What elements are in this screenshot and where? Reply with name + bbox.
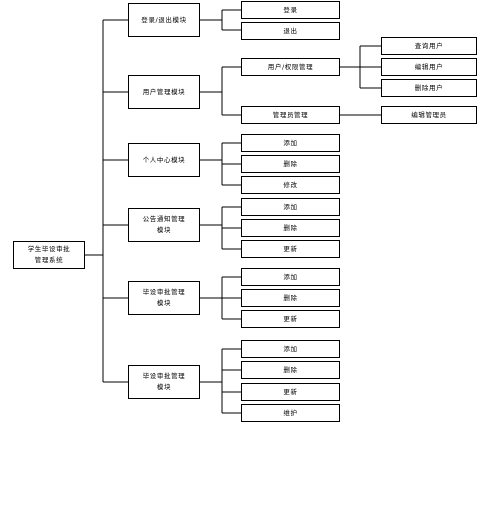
user-module-label: 用户管理模块 [142,87,186,96]
notice-update-label: 更新 [283,244,298,253]
edit-admin-node: 编辑管理员 [381,106,477,124]
review-module-node: 毕设审批管理模块 [128,365,200,399]
delete-user-label: 删除用户 [414,83,444,92]
review-delete-node: 删除 [241,361,340,379]
query-user-node: 查询用户 [381,37,477,55]
personal-module-node: 个人中心模块 [128,143,200,177]
root-label-line2: 管理系统 [34,256,64,264]
review-add-node: 添加 [241,340,340,358]
pre-review-update-node: 更新 [241,310,340,328]
root-label-line1: 学生毕设审批 [27,245,71,253]
review-update-label: 更新 [283,387,298,396]
pre-review-module-node: 毕设审批管理模块 [128,281,200,315]
review-delete-label: 删除 [283,365,298,374]
notice-add-node: 添加 [241,198,340,216]
user-module-node: 用户管理模块 [128,75,200,109]
personal-delete-label: 删除 [283,159,298,168]
notice-module-label-line1: 公告通知管理 [142,215,186,223]
review-update-node: 更新 [241,383,340,401]
user-permission-label: 用户/权限管理 [267,62,314,71]
notice-update-node: 更新 [241,240,340,258]
pre-review-add-label: 添加 [283,272,298,281]
login-module-node: 登录/退出模块 [128,3,200,37]
review-module-label-line2: 模块 [156,383,172,391]
notice-delete-node: 删除 [241,219,340,237]
review-add-label: 添加 [283,344,298,353]
personal-add-node: 添加 [241,134,340,152]
delete-user-node: 删除用户 [381,79,477,97]
login-child-node: 登录 [241,1,340,19]
notice-add-label: 添加 [283,202,298,211]
personal-delete-node: 删除 [241,155,340,173]
personal-add-label: 添加 [283,138,298,147]
pre-review-delete-node: 删除 [241,289,340,307]
edit-admin-label: 编辑管理员 [411,110,447,119]
notice-delete-label: 删除 [283,223,298,232]
review-module-label-line1: 毕设审批管理 [142,372,186,380]
pre-review-delete-label: 删除 [283,293,298,302]
personal-module-label: 个人中心模块 [142,155,186,164]
edit-user-node: 编辑用户 [381,58,477,76]
review-maintain-node: 维护 [241,404,340,422]
login-module-label: 登录/退出模块 [141,15,187,24]
personal-modify-label: 修改 [283,180,298,189]
admin-manage-label: 管理员管理 [272,110,309,119]
logout-child-label: 退出 [283,26,298,35]
pre-review-update-label: 更新 [283,314,298,323]
query-user-label: 查询用户 [414,41,444,50]
user-permission-node: 用户/权限管理 [241,58,340,76]
logout-child-node: 退出 [241,22,340,40]
notice-module-label-line2: 模块 [156,226,172,234]
login-child-label: 登录 [283,5,298,14]
pre-review-add-node: 添加 [241,268,340,286]
personal-modify-node: 修改 [241,176,340,194]
pre-review-module-label-line1: 毕设审批管理 [142,288,186,296]
admin-manage-node: 管理员管理 [241,106,340,124]
root-node: 学生毕设审批管理系统 [13,241,85,269]
pre-review-module-label-line2: 模块 [156,299,172,307]
notice-module-node: 公告通知管理模块 [128,208,200,242]
review-maintain-label: 维护 [283,408,298,417]
edit-user-label: 编辑用户 [414,62,444,71]
